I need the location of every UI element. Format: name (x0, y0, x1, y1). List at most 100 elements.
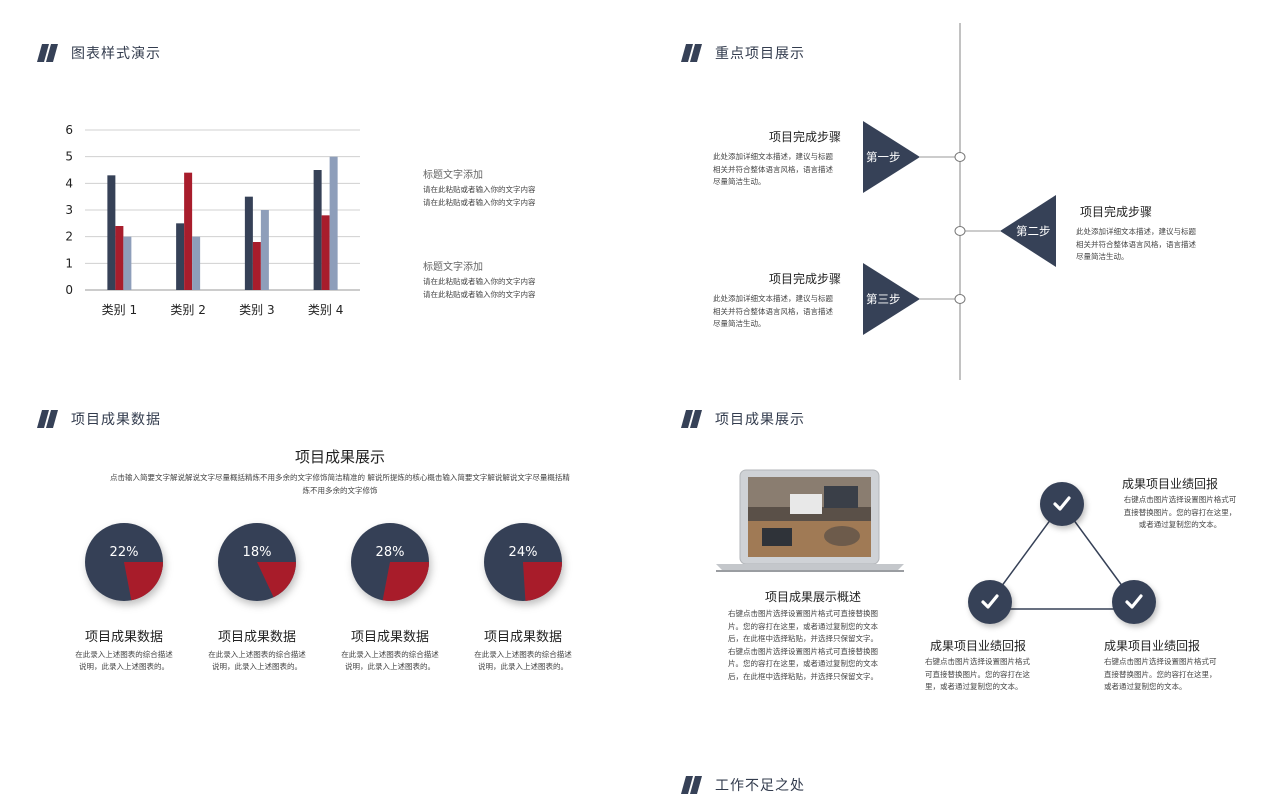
pie-1-caption: 项目成果数据 在此录入上述图表的综合描述说明，此录入上述图表的。 (64, 626, 184, 673)
step-desc: 此处添加详细文本描述，建议与标题相关并符合整体语言风格，语言描述尽量简洁生动。 (1076, 227, 1196, 261)
bar (244, 196, 253, 290)
y-tick-label: 1 (65, 256, 73, 270)
step-3-triangle (863, 263, 920, 335)
step-desc: 此处添加详细文本描述，建议与标题相关并符合整体语言风格，语言描述尽量简洁生动。 (713, 294, 833, 328)
pie-2-caption: 项目成果数据 在此录入上述图表的综合描述说明，此录入上述图表的。 (197, 626, 317, 673)
laptop-title: 项目成果展示概述 (764, 590, 861, 604)
section-title-results-showcase: 项目成果展示 (681, 409, 805, 429)
chart-note-line: 请在此粘贴或者输入你的文字内容 (423, 197, 536, 207)
steps-timeline (863, 23, 1056, 380)
x-tick-label: 类别 1 (102, 303, 137, 317)
x-tick-label: 类别 4 (308, 303, 343, 317)
result-desc: 右键点击图片选择设置图片格式可直接替换图片。您的容打在这里，或者通过复制您的文本… (1104, 657, 1217, 691)
slash-mark-icon (37, 410, 58, 428)
chart-note-line: 请在此粘贴或者输入你的文字内容 (423, 185, 536, 194)
y-tick-label: 3 (65, 203, 73, 217)
pie-4-caption: 项目成果数据 在此录入上述图表的综合描述说明，此录入上述图表的。 (463, 626, 583, 673)
check-icon (968, 580, 1012, 624)
bar (115, 226, 124, 290)
result-title: 成果项目业绩回报 (1104, 639, 1201, 653)
slash-mark-icon (681, 410, 702, 428)
pie-percent-label: 28% (376, 545, 405, 560)
pie-slice (124, 562, 163, 601)
chart-note-2: 标题文字添加 请在此粘贴或者输入你的文字内容 请在此粘贴或者输入你的文字内容 (423, 258, 536, 301)
bar (176, 223, 185, 290)
laptop-image (716, 469, 904, 572)
bar (184, 172, 193, 290)
y-tick-label: 5 (65, 150, 73, 164)
pie-slice (523, 562, 562, 601)
check-icon (1040, 482, 1084, 526)
bar (313, 170, 322, 290)
result-desc: 右键点击图片选择设置图片格式可直接替换图片。您的容打在这里，或者通过复制您的文本… (925, 657, 1030, 691)
y-tick-label: 2 (65, 230, 73, 244)
timeline-node (954, 226, 966, 236)
section-title-chart-demo: 图表样式演示 (37, 43, 161, 63)
pie-charts: 22% 18% 28% 24% (85, 523, 562, 601)
pie-slice (382, 562, 429, 601)
section-title-shortcomings: 工作不足之处 (681, 775, 805, 795)
results-header: 项目成果展示 点击输入简要文字解说解说文字尽量概括精炼不用多余的文字修饰简洁精准… (60, 446, 620, 497)
pie-title: 项目成果数据 (84, 630, 163, 645)
y-tick-label: 4 (65, 176, 73, 190)
pie-title: 项目成果数据 (350, 630, 429, 645)
step-2-text: 项目完成步骤 此处添加详细文本描述，建议与标题相关并符合整体语言风格，语言描述尽… (1076, 203, 1226, 264)
pie (218, 523, 296, 601)
bar (321, 215, 330, 290)
pie-percent-label: 18% (243, 545, 272, 560)
timeline-node (954, 152, 966, 162)
chart-note-1: 标题文字添加 请在此粘贴或者输入你的文字内容 请在此粘贴或者输入你的文字内容 (423, 166, 536, 209)
chart-note-line: 请在此粘贴或者输入你的文字内容 (423, 277, 536, 286)
bar (107, 175, 116, 290)
step-1-text: 项目完成步骤 此处添加详细文本描述，建议与标题相关并符合整体语言风格，语言描述尽… (713, 128, 853, 189)
results-heading: 项目成果展示 (294, 448, 385, 466)
step-1-triangle (863, 121, 920, 193)
pie-slice (257, 562, 296, 598)
step-title: 项目完成步骤 (768, 130, 841, 144)
pie-title: 项目成果数据 (483, 630, 562, 645)
slash-mark-icon (37, 44, 58, 62)
chart-note-line: 请在此粘贴或者输入你的文字内容 (423, 289, 536, 299)
step-title: 项目完成步骤 (768, 272, 841, 286)
pie-desc: 在此录入上述图表的综合描述说明，此录入上述图表的。 (208, 650, 306, 671)
step-2-triangle (1000, 195, 1056, 267)
pie-percent-label: 24% (509, 545, 538, 560)
result-title: 成果项目业绩回报 (1122, 477, 1219, 491)
step-title: 项目完成步骤 (1080, 205, 1153, 219)
timeline-node (954, 294, 966, 304)
pie-percent-label: 22% (110, 545, 139, 560)
result-top-text: 成果项目业绩回报 右键点击图片选择设置图片格式可直接替换图片。您的容打在这里，或… (1110, 475, 1250, 532)
slash-mark-icon (681, 776, 702, 794)
step-3-text: 项目完成步骤 此处添加详细文本描述，建议与标题相关并符合整体语言风格，语言描述尽… (713, 270, 853, 331)
slash-mark-icon (681, 44, 702, 62)
pie-desc: 在此录入上述图表的综合描述说明，此录入上述图表的。 (474, 650, 572, 671)
result-title: 成果项目业绩回报 (930, 639, 1027, 653)
step-desc: 此处添加详细文本描述，建议与标题相关并符合整体语言风格，语言描述尽量简洁生动。 (713, 152, 833, 186)
pie-desc: 在此录入上述图表的综合描述说明，此录入上述图表的。 (341, 650, 439, 671)
pie (85, 523, 163, 601)
check-icon (1112, 580, 1156, 624)
chart-note-title: 标题文字添加 (423, 262, 483, 273)
bar (123, 236, 132, 290)
chart-note-title: 标题文字添加 (423, 170, 483, 181)
pie-3-caption: 项目成果数据 在此录入上述图表的综合描述说明，此录入上述图表的。 (330, 626, 450, 673)
y-tick-label: 0 (65, 283, 73, 297)
result-left-text: 成果项目业绩回报 右键点击图片选择设置图片格式可直接替换图片。您的容打在这里，或… (925, 637, 1055, 694)
laptop-text: 项目成果展示概述 右键点击图片选择设置图片格式可直接替换图片。您的容打在这里，或… (728, 588, 898, 683)
bar (252, 242, 261, 290)
result-right-text: 成果项目业绩回报 右键点击图片选择设置图片格式可直接替换图片。您的容打在这里，或… (1104, 637, 1244, 694)
step-3-badge: 第三步 (866, 292, 901, 306)
bar (260, 210, 269, 290)
x-tick-label: 类别 3 (239, 303, 274, 317)
step-1-badge: 第一步 (866, 150, 901, 164)
bar (329, 156, 338, 290)
section-title-key-projects: 重点项目展示 (681, 43, 805, 63)
results-desc: 点击输入简要文字解说解说文字尽量概括精炼不用多余的文字修饰简洁精准的 解说所提炼… (110, 473, 570, 495)
bar (192, 236, 201, 290)
step-2-badge: 第二步 (1016, 224, 1051, 238)
laptop-desc: 右键点击图片选择设置图片格式可直接替换图片。您的容打在这里，或者通过复制您的文本… (728, 609, 878, 681)
pie (351, 523, 429, 601)
result-desc: 右键点击图片选择设置图片格式可直接替换图片。您的容打在这里，或者通过复制您的文本… (1123, 495, 1237, 529)
x-tick-label: 类别 2 (170, 303, 205, 317)
